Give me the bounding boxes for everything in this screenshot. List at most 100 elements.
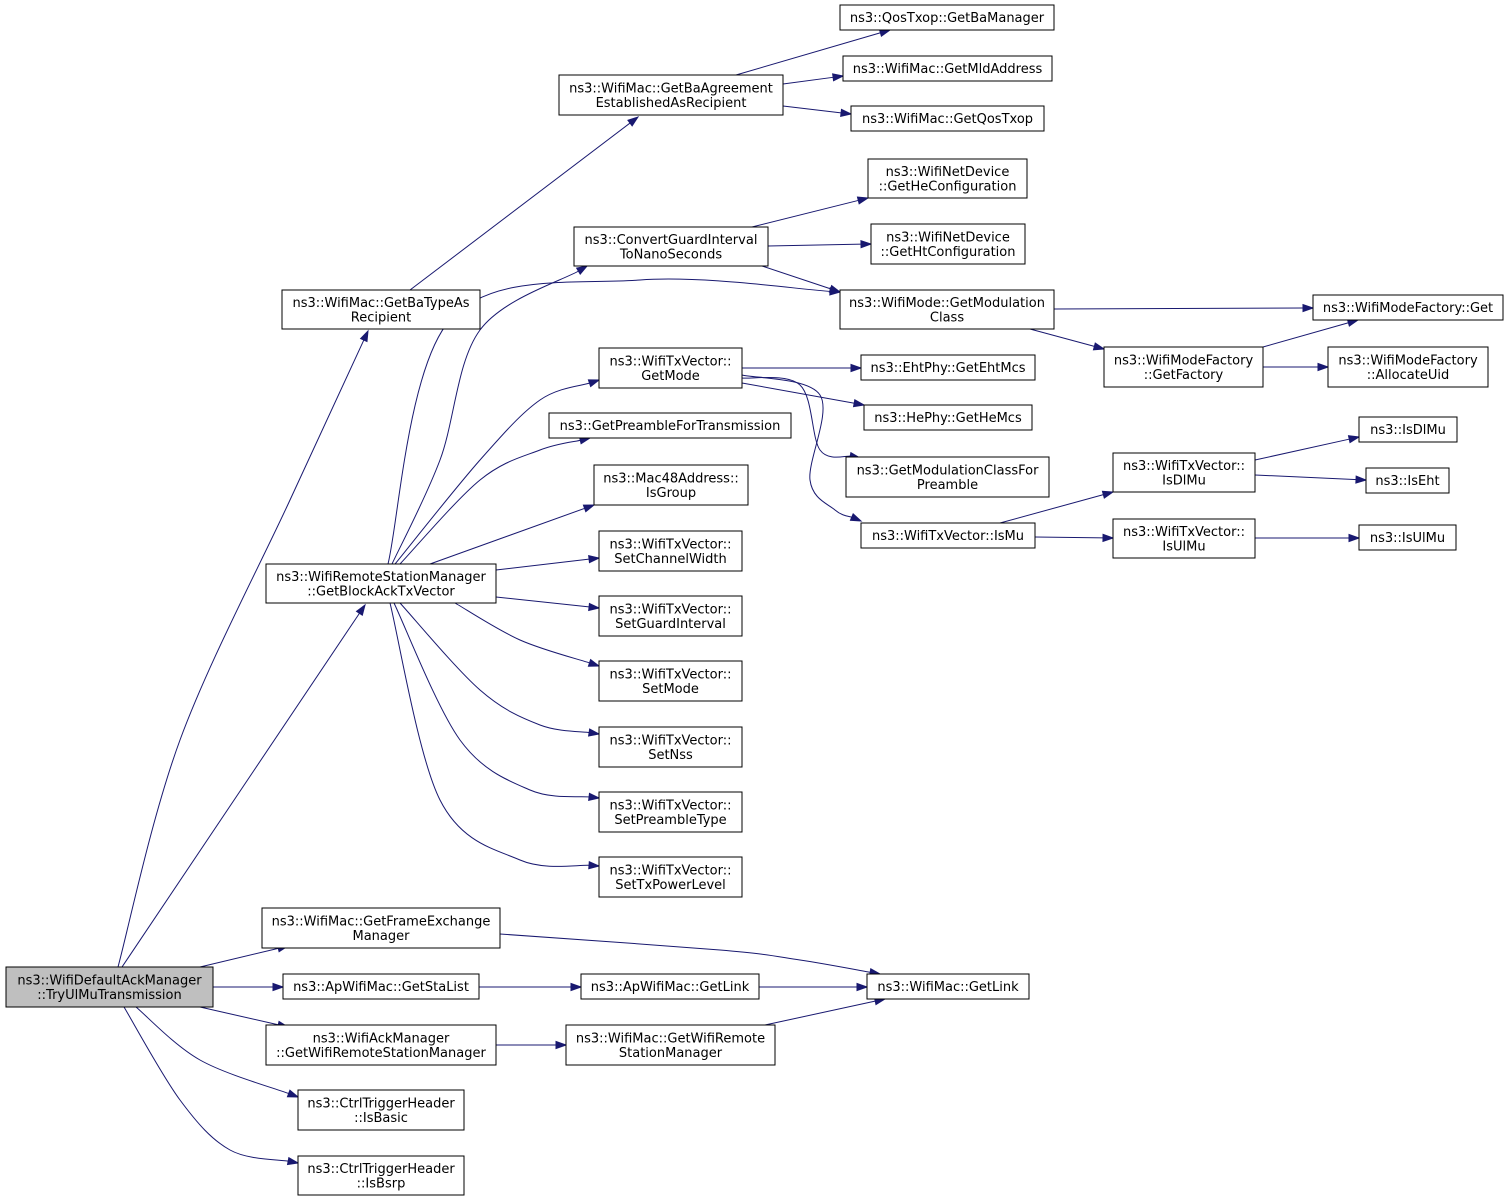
graph-node-get-block-ack-tx-vector[interactable]: ns3::WifiRemoteStationManager::GetBlockA… [265, 563, 497, 604]
node-label-line: ns3::WifiNetDevice [886, 230, 1010, 245]
call-edge-getMode-to-getHeMcs [741, 382, 866, 408]
edge-line [429, 507, 586, 565]
node-label-line: ns3::WifiModeFactory [1338, 353, 1478, 368]
node-label-line: ns3::IsUlMu [1370, 531, 1445, 546]
node-label-line: ns3::WifiTxVector:: [609, 602, 731, 617]
graph-node-tx-vec-is-dl-mu[interactable]: ns3::WifiTxVector::IsDlMu [1112, 452, 1256, 493]
graph-node-set-mode[interactable]: ns3::WifiTxVector::SetMode [598, 660, 743, 702]
graph-node-is-group[interactable]: ns3::Mac48Address::IsGroup [593, 464, 749, 506]
edge-arrowhead-icon [588, 602, 601, 612]
node-box [261, 907, 501, 949]
graph-node-get-ht-config[interactable]: ns3::WifiNetDevice::GetHtConfiguration [870, 223, 1026, 265]
graph-node-mac-get-rsm[interactable]: ns3::WifiMac::GetWifiRemoteStationManage… [565, 1024, 776, 1066]
call-edge-getStaList-to-apGetLink [479, 982, 583, 992]
graph-node-is-ul-mu[interactable]: ns3::IsUlMu [1358, 524, 1457, 551]
graph-node-get-ba-agreement[interactable]: ns3::WifiMac::GetBaAgreementEstablishedA… [558, 74, 784, 116]
node-box [842, 55, 1053, 82]
node-label-line: ns3::WifiDefaultAckManager [17, 973, 202, 988]
node-box [839, 289, 1055, 330]
node-label-line: ::GetHtConfiguration [881, 245, 1016, 260]
node-box [558, 74, 784, 116]
edge-line [767, 243, 863, 247]
graph-node-get-mld-address[interactable]: ns3::WifiMac::GetMldAddress [842, 55, 1053, 82]
edge-line [741, 374, 853, 518]
edge-line [761, 265, 832, 290]
graph-node-tx-vec-is-mu[interactable]: ns3::WifiTxVector::IsMu [860, 522, 1036, 549]
graph-node-set-nss[interactable]: ns3::WifiTxVector::SetNss [598, 726, 743, 768]
graph-node-get-factory[interactable]: ns3::WifiModeFactory::GetFactory [1103, 346, 1264, 388]
call-edge-getBlockAckTxVector-to-setNss [399, 602, 601, 737]
call-edge-getBlockAckTxVector-to-convertGuard [391, 265, 589, 565]
node-label-line: Class [930, 310, 964, 325]
node-box [839, 4, 1055, 31]
edge-line [199, 947, 280, 968]
node-label-line: ns3::WifiTxVector:: [1123, 525, 1245, 540]
node-box [1112, 518, 1256, 559]
call-edge-getBlockAckTxVector-to-setTxPowerLevel [389, 602, 601, 870]
graph-node-set-tx-power-level[interactable]: ns3::WifiTxVector::SetTxPowerLevel [598, 856, 743, 898]
graph-node-get-eht-mcs[interactable]: ns3::EhtPhy::GetEhtMcs [860, 354, 1036, 381]
graph-node-ack-get-rsm[interactable]: ns3::WifiAckManager::GetWifiRemoteStatio… [265, 1024, 497, 1066]
graph-node-ap-get-link[interactable]: ns3::ApWifiMac::GetLink [580, 973, 760, 1000]
node-label-line: SetPreambleType [614, 813, 726, 828]
node-label-line: ns3::WifiMode::GetModulation [849, 296, 1045, 311]
edge-arrowhead-icon [1102, 533, 1115, 543]
node-label-line: SetGuardInterval [615, 617, 726, 632]
edge-arrowhead-icon [587, 379, 601, 388]
node-box [870, 223, 1026, 265]
graph-node-get-preamble[interactable]: ns3::GetPreambleForTransmission [548, 412, 792, 439]
node-box [598, 347, 743, 389]
edge-line [999, 493, 1105, 524]
graph-node-get-qos-txop[interactable]: ns3::WifiMac::GetQosTxop [850, 105, 1045, 132]
node-box [565, 1024, 776, 1066]
edge-line [1254, 474, 1358, 481]
node-label-line: ns3::WifiMac::GetBaTypeAs [292, 296, 469, 311]
graph-node-get-he-config[interactable]: ns3::WifiNetDevice::GetHeConfiguration [867, 158, 1028, 199]
graph-node-is-eht[interactable]: ns3::IsEht [1365, 467, 1450, 494]
node-box [860, 522, 1036, 549]
graph-node-get-sta-list[interactable]: ns3::ApWifiMac::GetStaList [282, 973, 480, 1000]
edge-line [499, 933, 872, 973]
graph-node-mode-factory-get[interactable]: ns3::WifiModeFactory::Get [1312, 294, 1504, 321]
call-edge-root-to-isBasic [135, 1006, 300, 1098]
node-label-line: ns3::GetPreambleForTransmission [560, 419, 781, 434]
node-box [1358, 524, 1457, 551]
node-label-line: IsGroup [646, 486, 696, 501]
edge-line [741, 376, 852, 458]
edge-line [1034, 536, 1105, 539]
graph-node-get-modulation-class[interactable]: ns3::WifiMode::GetModulationClass [839, 289, 1055, 330]
graph-node-tx-vec-is-ul-mu[interactable]: ns3::WifiTxVector::IsUlMu [1112, 518, 1256, 559]
graph-node-set-preamble-type[interactable]: ns3::WifiTxVector::SetPreambleType [598, 791, 743, 833]
graph-node-root[interactable]: ns3::WifiDefaultAckManager::TryUlMuTrans… [5, 966, 214, 1008]
graph-node-get-mode[interactable]: ns3::WifiTxVector::GetMode [598, 347, 743, 389]
edge-arrowhead-icon [587, 728, 601, 737]
graph-node-mac-get-link[interactable]: ns3::WifiMac::GetLink [866, 973, 1030, 1000]
call-edge-getBlockAckTxVector-to-setGuardInterval [495, 596, 601, 612]
edge-line [391, 270, 580, 565]
graph-node-set-channel-width[interactable]: ns3::WifiTxVector::SetChannelWidth [598, 530, 743, 572]
edge-line [394, 382, 591, 565]
node-label-line: ns3::Mac48Address:: [603, 471, 738, 486]
edge-line [1029, 328, 1096, 348]
edge-line [751, 199, 860, 228]
graph-node-is-basic[interactable]: ns3::CtrlTriggerHeader::IsBasic [297, 1089, 465, 1131]
call-edge-convertGuard-to-getModulationClass [761, 265, 842, 293]
graph-node-is-bsrp[interactable]: ns3::CtrlTriggerHeader::IsBsrp [297, 1155, 465, 1196]
graph-node-is-dl-mu[interactable]: ns3::IsDlMu [1358, 416, 1458, 443]
call-edge-getMode-to-txVecIsMu [741, 374, 863, 522]
node-label-line: ns3::IsEht [1375, 474, 1439, 489]
graph-node-set-guard-interval[interactable]: ns3::WifiTxVector::SetGuardInterval [598, 595, 743, 637]
node-label-line: ::GetBlockAckTxVector [307, 584, 455, 599]
edge-line [199, 1006, 280, 1026]
node-label-line: IsUlMu [1162, 539, 1205, 554]
graph-node-qos-get-ba-manager[interactable]: ns3::QosTxop::GetBaManager [839, 4, 1055, 31]
call-edge-getBlockAckTxVector-to-setMode [454, 602, 601, 667]
call-edge-getFactory-to-allocateUid [1263, 362, 1330, 372]
graph-node-allocate-uid[interactable]: ns3::WifiModeFactory::AllocateUid [1327, 346, 1489, 388]
graph-node-get-he-mcs[interactable]: ns3::HePhy::GetHeMcs [863, 404, 1033, 431]
